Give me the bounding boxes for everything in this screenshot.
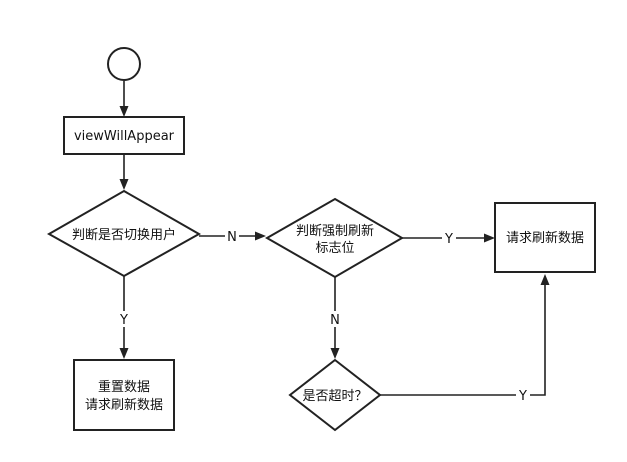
edge-label-y: Y bbox=[444, 232, 453, 247]
node-check-user-switch: 判断是否切换用户 bbox=[46, 189, 202, 278]
edge-label-y: Y bbox=[119, 313, 128, 328]
edge-viewwillappear-to-user-switch bbox=[119, 154, 129, 190]
node-check-force-refresh-line1: 判断强制刷新 bbox=[296, 223, 374, 239]
edge-force-refresh-to-request: Y bbox=[402, 230, 495, 247]
edge-label-y: Y bbox=[518, 389, 527, 404]
node-reset-and-request-line1: 重置数据 bbox=[98, 379, 150, 395]
edge-force-refresh-to-timeout: N bbox=[328, 277, 342, 359]
node-reset-and-request: 重置数据 请求刷新数据 bbox=[73, 359, 175, 431]
node-request-refresh: 请求刷新数据 bbox=[494, 202, 596, 273]
start-node bbox=[107, 47, 141, 81]
edge-user-switch-to-reset: Y bbox=[117, 276, 131, 359]
node-request-refresh-label: 请求刷新数据 bbox=[506, 230, 584, 246]
node-reset-and-request-line2: 请求刷新数据 bbox=[85, 397, 163, 413]
node-check-user-switch-label: 判断是否切换用户 bbox=[72, 227, 176, 243]
edge-label-n: N bbox=[330, 313, 340, 328]
node-check-timeout-label: 是否超时？ bbox=[302, 389, 367, 404]
node-check-force-refresh-line2: 标志位 bbox=[315, 241, 354, 256]
edge-timeout-to-request: Y bbox=[380, 274, 550, 404]
node-check-force-refresh: 判断强制刷新 标志位 bbox=[264, 197, 404, 279]
edge-label-n: N bbox=[227, 230, 237, 245]
node-view-will-appear: viewWillAppear bbox=[63, 116, 185, 155]
edge-start-to-viewwillappear bbox=[119, 81, 129, 117]
node-check-timeout: 是否超时？ bbox=[288, 358, 382, 432]
node-view-will-appear-label: viewWillAppear bbox=[74, 129, 175, 144]
edge-user-switch-to-force-refresh: N bbox=[199, 228, 266, 245]
